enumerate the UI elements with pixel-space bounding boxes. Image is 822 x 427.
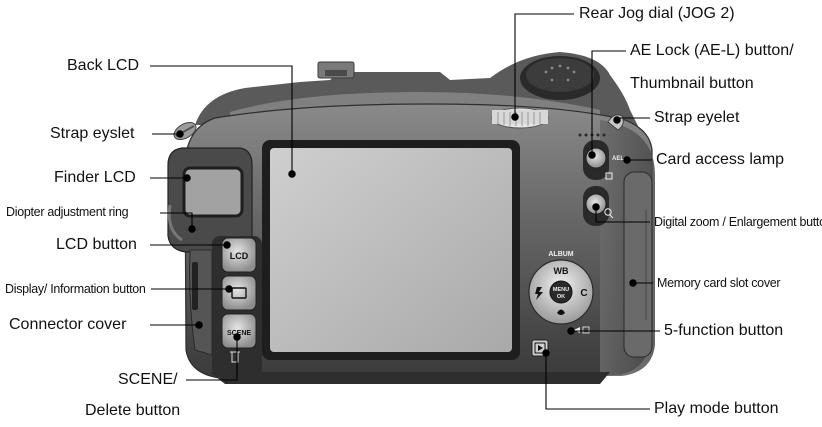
mode-dial[interactable] [520,56,600,100]
leader-lines [150,13,660,410]
memory-card-slot-cover[interactable] [623,171,653,358]
c-text: C [580,288,587,299]
wb-text: WB [554,266,569,276]
five-function-pad[interactable]: ALBUM WB C MENU OK [528,251,594,334]
thumbnail-icon [605,172,613,180]
label-finder-lcd: Finder LCD [54,169,136,186]
label-strap-eyelet: Strap eyelet [654,109,740,126]
label-back-lcd: Back LCD [67,57,140,74]
left-button-column: LCD SCENE [212,236,262,376]
label-rear-jog: Rear Jog dial (JOG 2) [579,5,735,22]
label-connector-cover: Connector cover [9,316,127,333]
label-strap-eyslet: Strap eyslet [50,125,135,142]
lcd-button-text: LCD [230,251,249,261]
play-icon [538,345,543,351]
speaker-holes [578,133,606,137]
macro-icon [557,309,565,315]
magnifier-icon [604,208,612,216]
label-play-mode: Play mode button [654,400,779,417]
menu-ok-button[interactable] [549,280,573,304]
label-display-button: Display/ Information button [5,282,146,296]
label-digital-zoom: Digital zoom / Enlargement button [654,215,822,229]
label-five-function: 5-function button [664,322,784,339]
display-icon [231,287,247,299]
label-ae-lock-line2: Thumbnail button [630,75,754,92]
ael-text: AEL [612,156,624,162]
back-lcd-screen [270,148,512,352]
trash-icon [230,351,240,363]
display-button[interactable] [221,275,257,311]
label-lcd-button: LCD button [56,236,137,253]
label-ae-lock-line1: AE Lock (AE-L) button/ [630,42,794,59]
label-scene-line1: SCENE/ [118,371,178,388]
lcd-button[interactable] [221,237,257,273]
label-diopter-ring: Diopter adjustment ring [6,205,129,219]
label-card-lamp: Card access lamp [656,151,785,168]
label-memory-cover: Memory card slot cover [657,276,781,290]
ae-lock-button[interactable] [585,147,607,169]
finder-lcd [182,166,244,218]
scene-button[interactable] [221,313,257,349]
menu-text: MENU [553,287,569,293]
album-text: ALBUM [548,251,573,258]
label-scene-line2: Delete button [85,402,181,419]
diopter-ring[interactable] [167,204,183,242]
ok-text: OK [557,294,565,300]
rear-jog-dial[interactable] [491,107,549,129]
scene-button-text: SCENE [227,330,251,337]
flash-icon [535,287,543,300]
